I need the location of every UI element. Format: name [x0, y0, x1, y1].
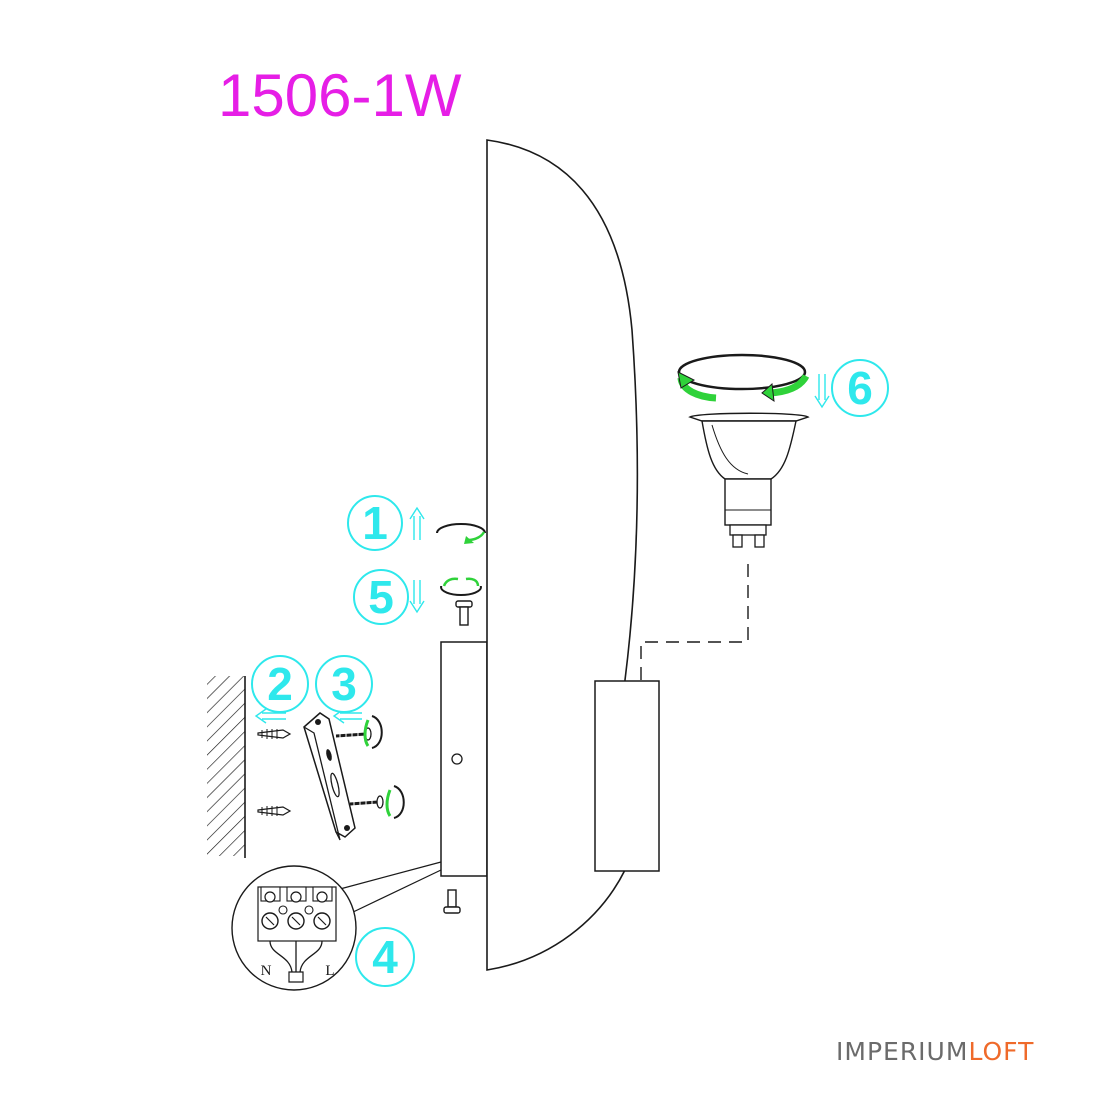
step-1-badge: 1 — [347, 495, 403, 551]
arrow-left-icon — [254, 708, 286, 724]
spot-cylinder — [594, 680, 660, 872]
step-5-badge: 5 — [353, 569, 409, 625]
screw-icon — [455, 600, 473, 626]
brand-part-loft: LOFT — [968, 1037, 1035, 1066]
plate-screw-hole — [451, 753, 463, 765]
wall-anchor-icon — [257, 729, 292, 739]
step-2-label: 2 — [267, 658, 293, 710]
step-2-badge: 2 — [251, 655, 309, 713]
rotate-arrow-icon — [677, 353, 810, 403]
callout-line — [339, 861, 442, 890]
callout-line — [348, 869, 442, 915]
wall-plate — [440, 641, 488, 877]
screw-icon — [443, 889, 461, 914]
brand-logo: IMPERIUMLOFT — [836, 1036, 1034, 1068]
mounting-bracket-icon — [303, 712, 356, 841]
arrow-up-icon — [409, 506, 425, 540]
screw-icon — [349, 795, 384, 809]
wall-anchor-icon — [257, 806, 292, 816]
neutral-label: N — [261, 963, 272, 979]
terminal-block-icon: N L — [231, 865, 357, 991]
arrow-down-icon — [814, 374, 830, 409]
gu10-bulb-icon — [688, 412, 810, 548]
step-4-label: 4 — [372, 931, 398, 983]
rotate-arrow-icon — [363, 715, 383, 749]
live-label: L — [325, 963, 334, 979]
bulb-guide-line — [640, 560, 749, 680]
rotate-arrow-icon — [436, 523, 486, 545]
model-title: 1506-1W — [218, 62, 462, 129]
rotate-arrow-icon — [385, 785, 405, 819]
step-1-label: 1 — [362, 497, 388, 549]
brand-part-imperium: IMPERIUM — [836, 1037, 969, 1066]
step-4-badge: 4 — [355, 927, 415, 987]
arrow-down-icon — [409, 580, 425, 614]
step-5-label: 5 — [368, 571, 394, 623]
rotate-arrow-icon — [440, 577, 482, 596]
step-6-badge: 6 — [831, 359, 889, 417]
step-3-label: 3 — [331, 658, 357, 710]
step-3-badge: 3 — [315, 655, 373, 713]
step-6-label: 6 — [847, 362, 873, 414]
wall-hatch — [207, 676, 245, 856]
